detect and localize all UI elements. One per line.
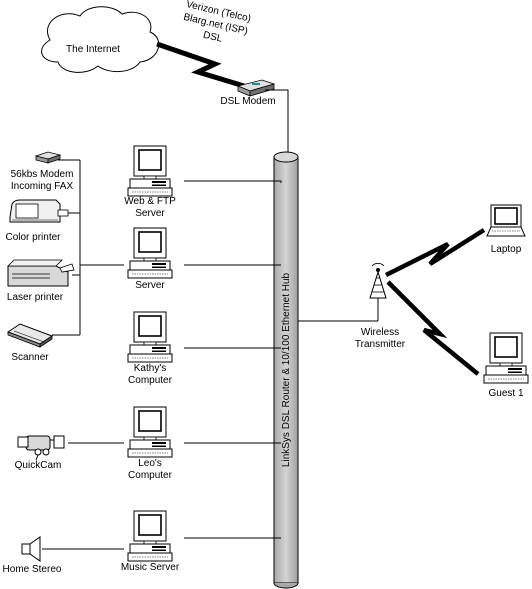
modem-hub-link — [265, 89, 289, 160]
quickcam-icon — [17, 435, 65, 461]
laptop-wireless-lightning — [384, 228, 486, 278]
isp-label-line3: DSL — [202, 30, 224, 45]
fax-modem-label-1: 56kbs Modem — [11, 169, 74, 180]
leo-label-1: Leo's — [138, 458, 162, 469]
dsl-modem-icon — [236, 79, 276, 97]
scanner-label: Scanner — [11, 352, 49, 363]
isp-dsl-lightning — [156, 41, 245, 89]
color-printer-icon — [9, 199, 69, 223]
music-server-label: Music Server — [121, 562, 180, 573]
hub-label: LinkSys DSL Router & 10/100 Ethernet Hub — [281, 272, 292, 467]
isp-label: Verizon (Telco) Blarg.net (ISP) DSL — [182, 0, 252, 45]
wireless-transmitter-icon — [369, 262, 387, 299]
fax-modem-icon — [34, 151, 62, 164]
guest-computer-icon — [483, 332, 529, 384]
leo-label-2: Computer — [128, 470, 173, 481]
home-stereo-icon — [21, 536, 41, 562]
wireless-label-2: Transmitter — [355, 339, 406, 350]
kathy-computer-icon — [127, 311, 173, 363]
laptop-icon — [486, 204, 526, 237]
web-ftp-label-2: Server — [135, 208, 165, 219]
laptop-label: Laptop — [491, 244, 522, 255]
leo-computer-icon — [127, 406, 173, 458]
internet-label: The Internet — [66, 44, 120, 55]
wireless-label-1: Wireless — [361, 327, 399, 338]
color-printer-label: Color printer — [5, 232, 61, 243]
dsl-modem-label: DSL Modem — [220, 96, 275, 107]
server-label: Server — [135, 280, 165, 291]
web-ftp-link — [184, 180, 282, 183]
laser-printer-icon — [7, 259, 75, 287]
kathy-label-1: Kathy's — [134, 363, 166, 374]
laser-printer-label: Laser printer — [7, 292, 64, 303]
internet-cloud: The Internet — [41, 6, 160, 73]
web-ftp-label-1: Web & FTP — [124, 196, 176, 207]
server-icon — [127, 227, 173, 279]
home-stereo-label: Home Stereo — [3, 564, 62, 575]
guest-label: Guest 1 — [488, 388, 523, 399]
kathy-label-2: Computer — [128, 375, 173, 386]
web-ftp-server-icon — [127, 145, 173, 197]
router-hub — [273, 151, 299, 589]
scanner-icon — [6, 323, 54, 348]
music-server-icon — [127, 510, 173, 562]
quickcam-label: QuickCam — [15, 460, 62, 471]
fax-modem-label-2: Incoming FAX — [11, 181, 74, 192]
guest-wireless-lightning — [386, 280, 480, 376]
